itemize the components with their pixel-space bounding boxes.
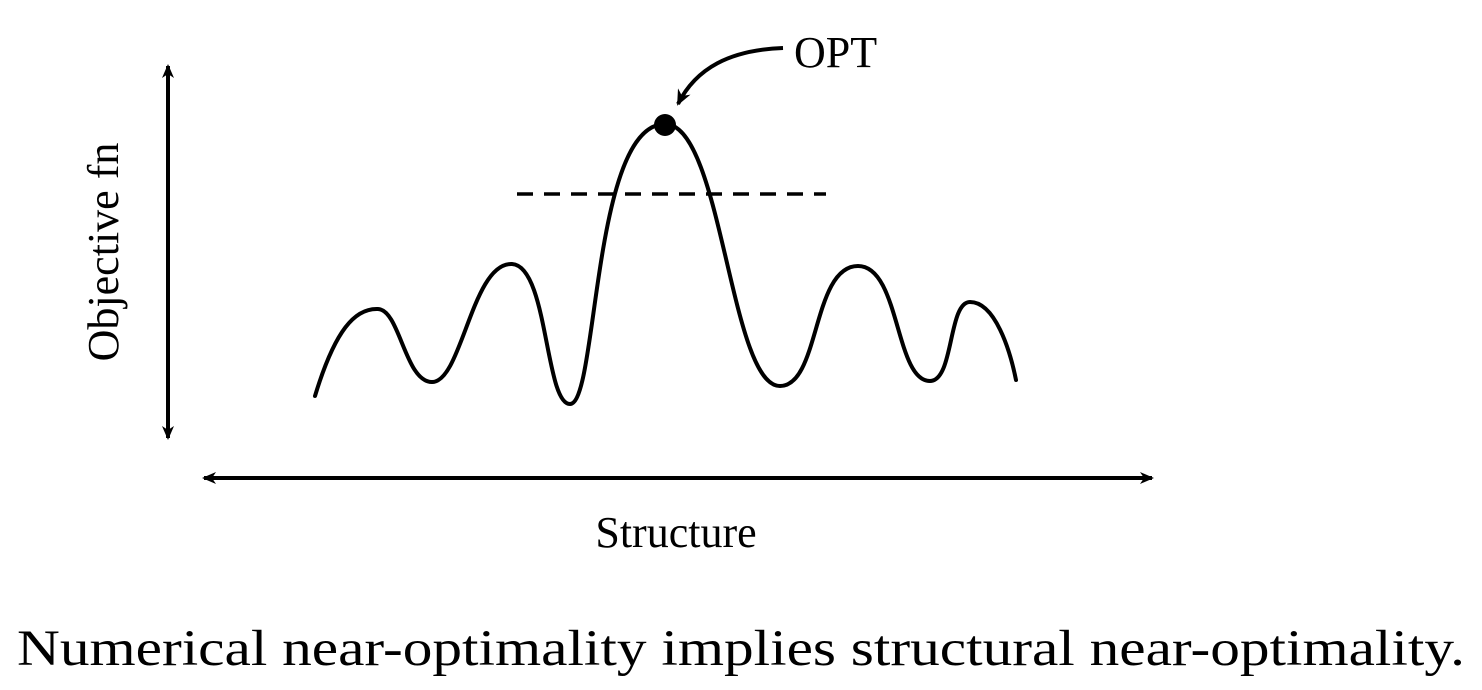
- x-axis-label: Structure: [595, 508, 756, 557]
- objective-curve: [313, 122, 1018, 406]
- optimum-point: [654, 114, 676, 136]
- opt-label: OPT: [794, 28, 877, 77]
- y-axis-label: Objective fn: [79, 143, 128, 362]
- opt-pointer-arrow: [676, 46, 784, 106]
- figure-caption: Numerical near-optimality implies struct…: [17, 621, 1465, 677]
